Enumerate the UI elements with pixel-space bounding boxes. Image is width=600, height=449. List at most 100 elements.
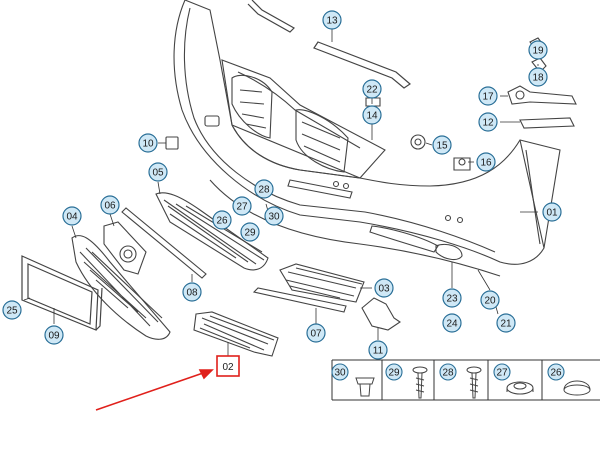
- callout-12: 12: [478, 112, 498, 132]
- callout-circle: [138, 133, 158, 153]
- bracket-12: [519, 117, 575, 129]
- callout-circle: [254, 179, 274, 199]
- callout-circle: [148, 162, 168, 182]
- cap-10: [165, 136, 179, 150]
- table-callout-26: 26: [547, 363, 565, 381]
- callout-circle: [232, 196, 252, 216]
- callout-label: 29: [244, 228, 256, 239]
- table-callout-circle: [331, 363, 349, 381]
- fog-lamp-cover-left: [103, 221, 147, 275]
- callout-label: 24: [446, 319, 458, 330]
- callout-label: 25: [6, 306, 18, 317]
- callout-circle: [44, 325, 64, 345]
- callout-label: 12: [482, 118, 494, 129]
- callout-16: 16: [476, 152, 496, 172]
- callout-label: 19: [532, 46, 544, 57]
- callout-14: 14: [362, 105, 382, 125]
- callout-06: 06: [100, 195, 120, 215]
- callout-circle: [240, 222, 260, 242]
- callout-label: 15: [436, 141, 448, 152]
- nut-15: [410, 134, 426, 150]
- upper-trim-strip: [247, 0, 411, 89]
- table-callout-28: 28: [439, 363, 457, 381]
- callout-07: 07: [306, 323, 326, 343]
- fastener-table: [331, 359, 600, 401]
- callout-circle: [542, 202, 562, 222]
- callout-30: 30: [264, 206, 284, 226]
- table-callout-label: 27: [496, 368, 508, 379]
- clip-22-14: [365, 97, 381, 107]
- fastener-screw-icon: [412, 366, 428, 399]
- callout-28: 28: [254, 179, 274, 199]
- callout-23: 23: [442, 288, 462, 308]
- callout-circle: [182, 282, 202, 302]
- callout-label: 11: [373, 346, 384, 357]
- callout-label: 14: [366, 111, 378, 122]
- callout-circle: [306, 323, 326, 343]
- callout-circle: [368, 340, 388, 360]
- callout-label: 07: [310, 329, 322, 340]
- callout-01: 01: [542, 202, 562, 222]
- callout-21: 21: [496, 313, 516, 333]
- callout-label: 09: [48, 331, 60, 342]
- table-callout-circle: [547, 363, 565, 381]
- callout-26: 26: [212, 210, 232, 230]
- bracket-17: [507, 85, 577, 105]
- callout-15: 15: [432, 135, 452, 155]
- callout-27: 27: [232, 196, 252, 216]
- callout-circle: [374, 278, 394, 298]
- callout-label: 18: [532, 73, 544, 84]
- table-callout-label: 29: [388, 368, 400, 379]
- callout-circle: [442, 313, 462, 333]
- callout-label: 03: [378, 284, 390, 295]
- fastener-icons: [355, 366, 591, 399]
- callout-11: 11: [368, 340, 388, 360]
- fastener-expansion-nut-icon: [355, 377, 375, 397]
- callout-label: 26: [216, 216, 228, 227]
- table-callout-27: 27: [493, 363, 511, 381]
- bracket-11: [361, 297, 401, 331]
- callout-circle: [442, 288, 462, 308]
- table-callout-label: 28: [442, 368, 454, 379]
- callout-label: 13: [326, 16, 338, 27]
- callout-label: 22: [366, 85, 378, 96]
- side-grille-left: [71, 235, 171, 340]
- license-plate-bracket: [21, 255, 103, 331]
- callout-circle: [478, 112, 498, 132]
- callout-03: 03: [374, 278, 394, 298]
- table-callout-label: 26: [550, 368, 562, 379]
- callout-04: 04: [62, 206, 82, 226]
- callout-label: 30: [268, 212, 280, 223]
- callout-layer: 0103040506070809101112131415161718192021…: [2, 10, 562, 360]
- callout-label: 08: [186, 288, 198, 299]
- callout-circle: [476, 152, 496, 172]
- callout-circle: [496, 313, 516, 333]
- callout-20: 20: [480, 290, 500, 310]
- callout-circle: [322, 10, 342, 30]
- table-callout-30: 30: [331, 363, 349, 381]
- callout-circle: [478, 86, 498, 106]
- highlighted-part-label: 02: [222, 362, 234, 373]
- callout-label: 06: [104, 201, 116, 212]
- highlight-box-02: [216, 355, 240, 377]
- callout-label: 04: [66, 212, 78, 223]
- trim-strip-08: [121, 207, 207, 279]
- fastener-bolt-icon: [466, 366, 482, 399]
- table-callout-circle: [439, 363, 457, 381]
- callout-22: 22: [362, 79, 382, 99]
- callout-10: 10: [138, 133, 158, 153]
- lower-grille-02: [193, 311, 279, 357]
- callout-24: 24: [442, 313, 462, 333]
- clip-16: [453, 157, 471, 171]
- table-callout-circle: [493, 363, 511, 381]
- callout-circle: [100, 195, 120, 215]
- fastener-table-labels: 30 29 28 27 26: [331, 363, 565, 381]
- side-grille-right: [279, 263, 365, 303]
- callout-circle: [528, 40, 548, 60]
- callout-circle: [2, 300, 22, 320]
- callout-19: 19: [528, 40, 548, 60]
- callout-circle: [362, 79, 382, 99]
- callout-label: 17: [482, 92, 494, 103]
- table-callout-label: 30: [334, 368, 346, 379]
